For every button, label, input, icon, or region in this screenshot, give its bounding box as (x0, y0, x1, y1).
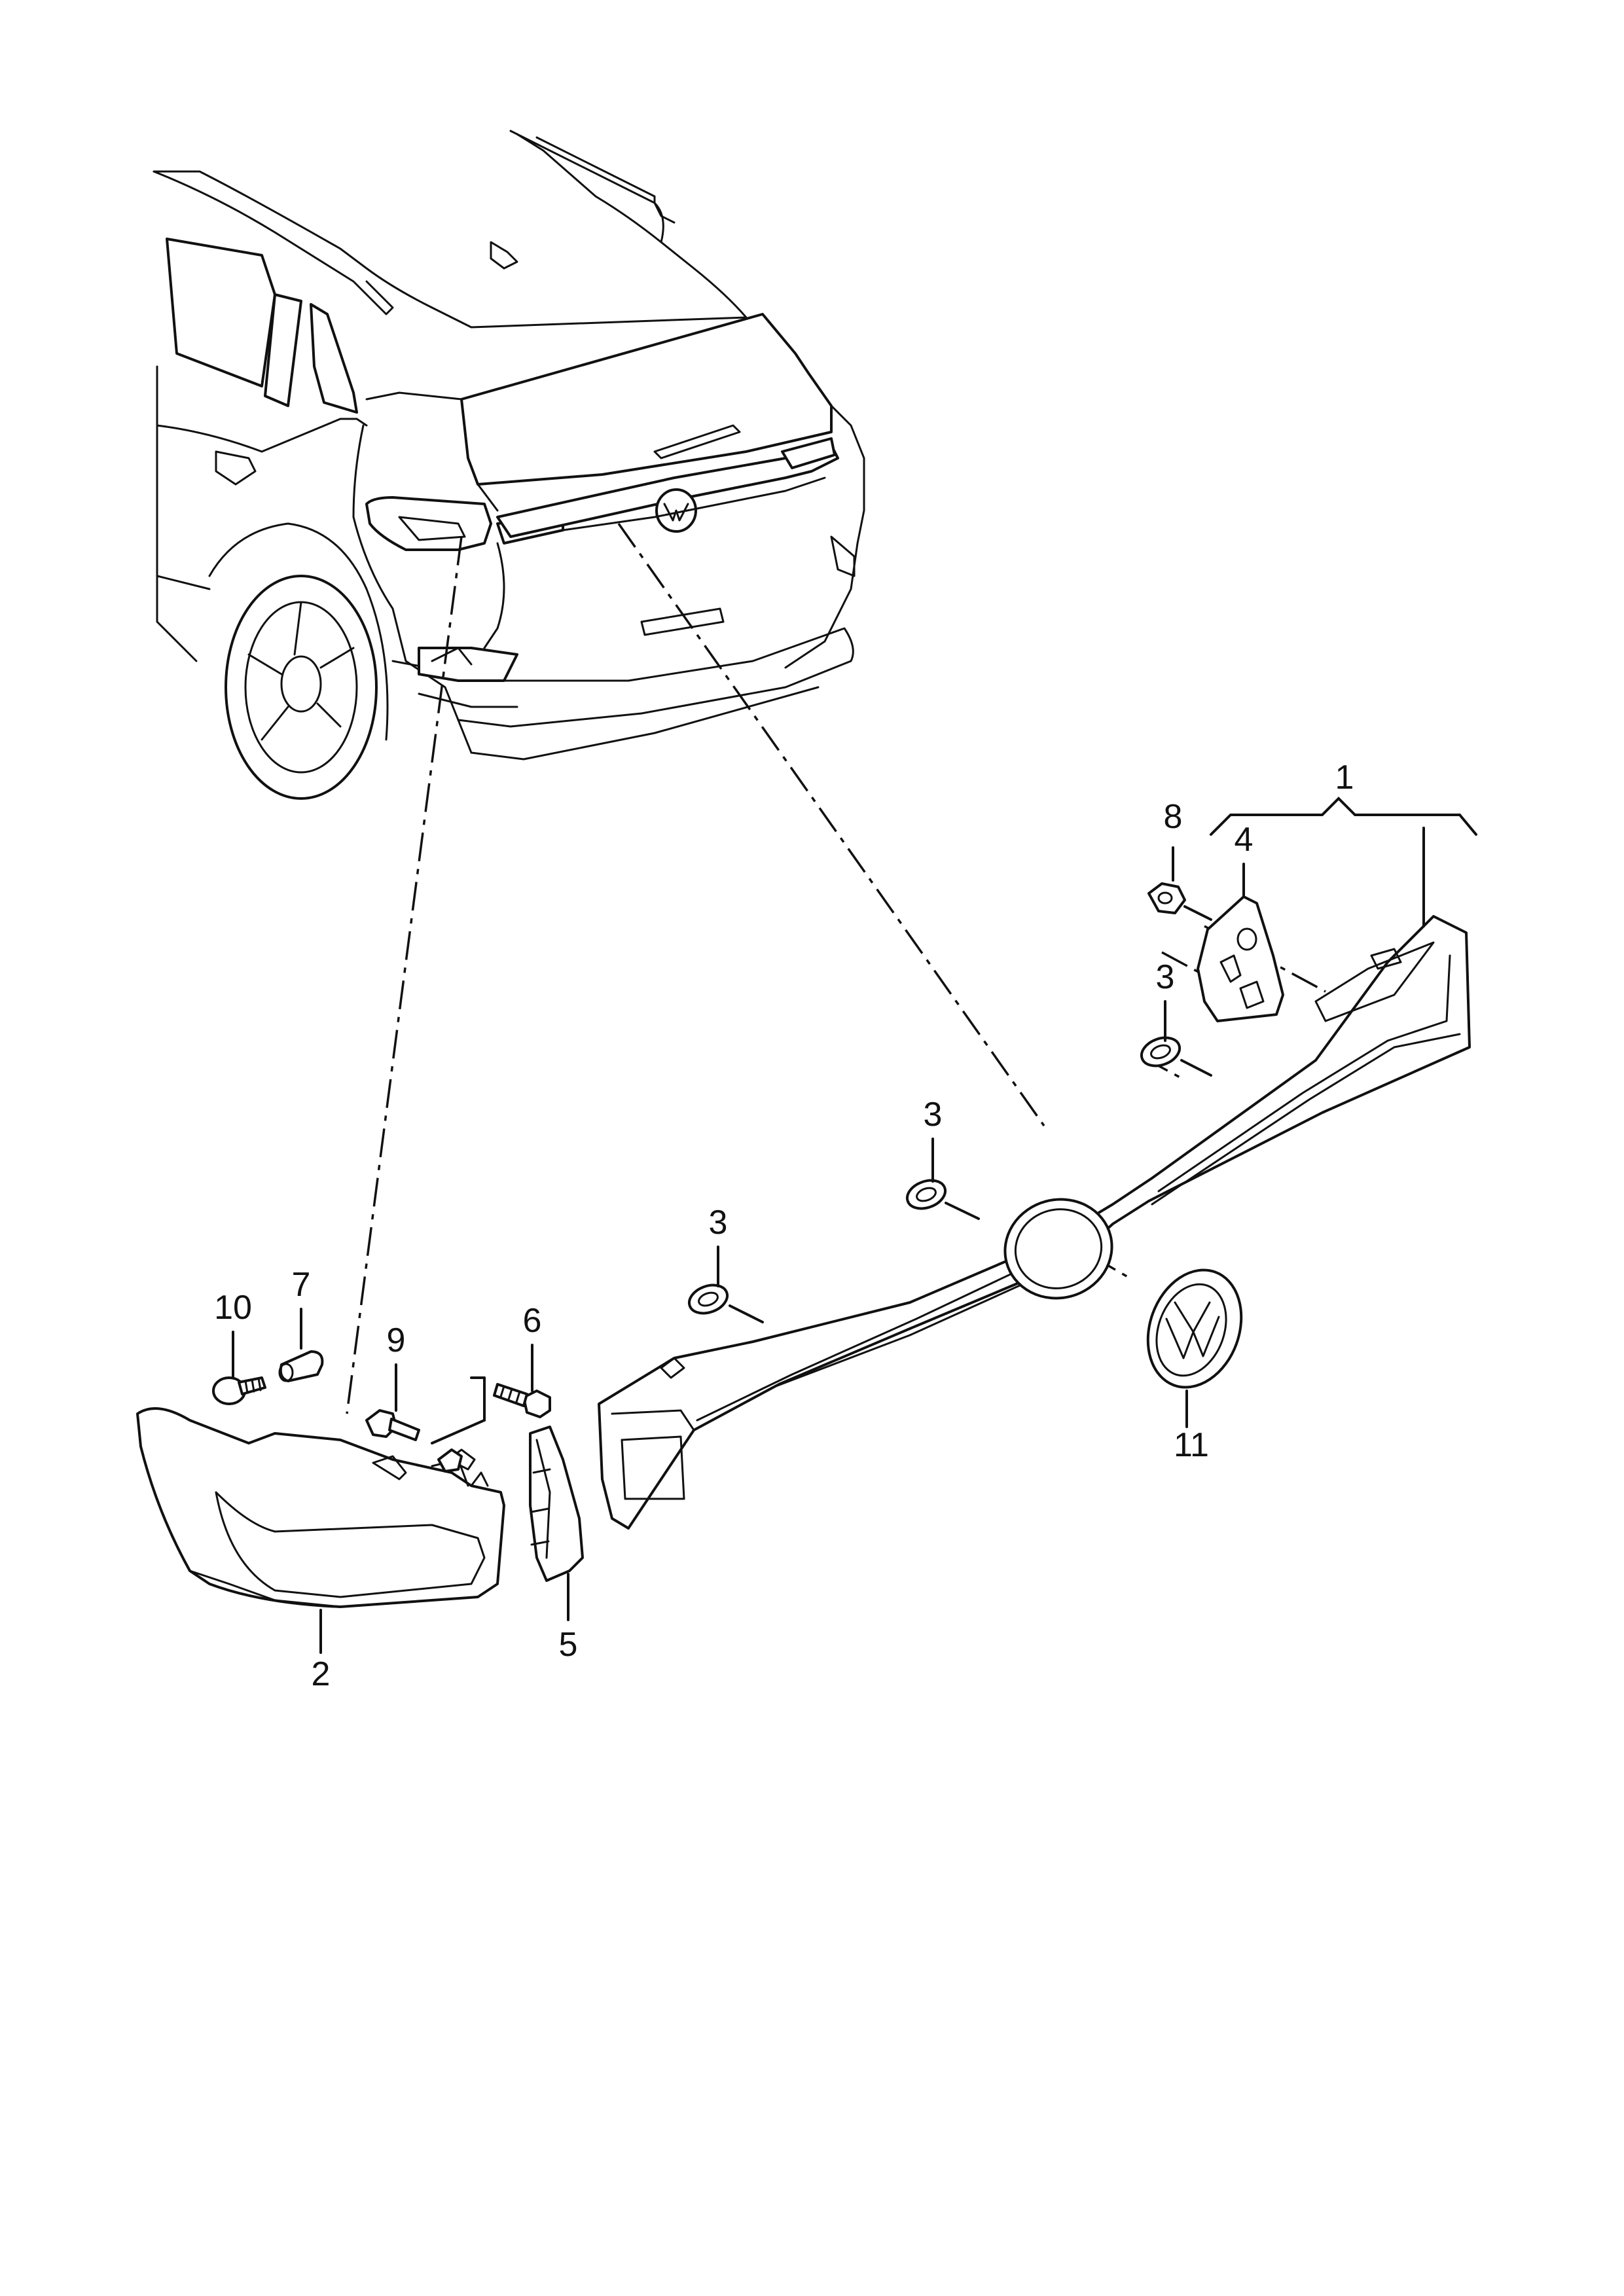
screw-9 (365, 1409, 420, 1441)
connector (437, 1448, 463, 1473)
label-part-8: 8 (1164, 798, 1183, 836)
emblem (1146, 1268, 1243, 1389)
light-bracket (529, 1426, 584, 1582)
bolt-10 (212, 1376, 266, 1405)
label-part-7: 7 (292, 1266, 311, 1304)
label-part-3c: 3 (1156, 958, 1175, 996)
label-part-5: 5 (559, 1626, 578, 1664)
label-part-4: 4 (1235, 821, 1254, 859)
screw-6 (493, 1383, 551, 1418)
vw-logo-icon (1165, 1301, 1220, 1359)
label-leaders (232, 797, 1477, 1654)
label-part-2: 2 (312, 1655, 331, 1693)
trim-strip (598, 915, 1471, 1530)
label-part-6: 6 (523, 1302, 542, 1340)
label-part-10: 10 (214, 1289, 252, 1327)
clip-3c (1140, 1036, 1212, 1077)
label-part-1: 1 (1335, 759, 1354, 797)
tail-light (136, 1407, 505, 1608)
nut-8 (1147, 882, 1212, 921)
mounting-bracket (1197, 895, 1284, 1022)
expansion-nut-7 (278, 1350, 324, 1382)
label-part-9: 9 (387, 1321, 406, 1359)
part-labels: 1 8 4 3 3 3 7 10 6 9 11 5 2 (214, 759, 1354, 1693)
label-part-3a: 3 (709, 1204, 728, 1242)
clip-3b (905, 1179, 980, 1220)
label-part-3b: 3 (924, 1096, 943, 1134)
vehicle-rear-view (153, 130, 865, 800)
label-part-11: 11 (1174, 1426, 1209, 1464)
clip-3a (687, 1283, 764, 1323)
